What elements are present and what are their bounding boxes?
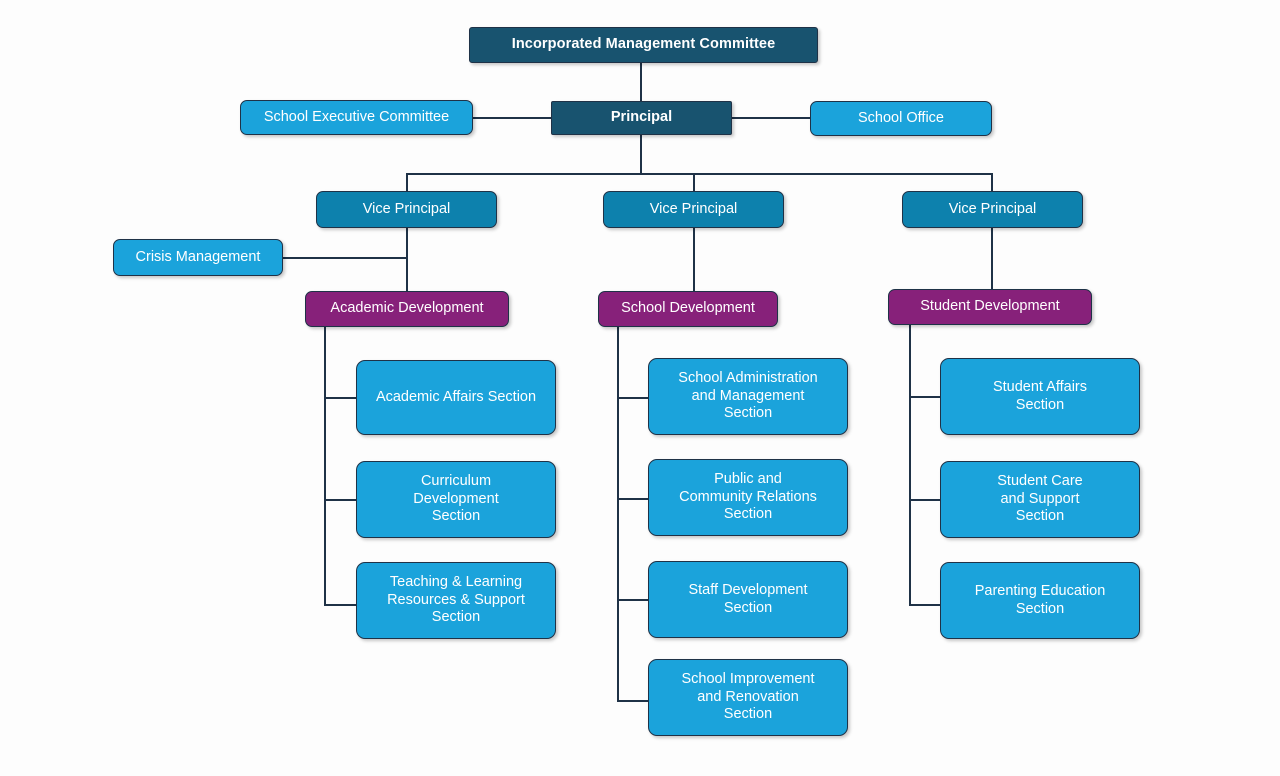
node-school-development[interactable]: School Development (598, 291, 778, 327)
connector-vp2-to-school-development (693, 228, 695, 291)
node-section-school-3[interactable]: Staff Development Section (648, 561, 848, 638)
node-section-academic-1[interactable]: Academic Affairs Section (356, 360, 556, 435)
trunk-student-sections (909, 324, 911, 606)
node-vice-principal-2[interactable]: Vice Principal (603, 191, 784, 228)
connector-principal-to-exec-committee (472, 117, 552, 119)
node-section-student-1[interactable]: Student Affairs Section (940, 358, 1140, 435)
node-section-academic-2[interactable]: Curriculum Development Section (356, 461, 556, 538)
node-section-school-1[interactable]: School Administration and Management Sec… (648, 358, 848, 435)
node-section-academic-3[interactable]: Teaching & Learning Resources & Support … (356, 562, 556, 639)
node-school-office[interactable]: School Office (810, 101, 992, 136)
connector-bus-to-vp1 (406, 173, 408, 192)
connector-bus-to-vp2 (693, 173, 695, 192)
node-section-school-4[interactable]: School Improvement and Renovation Sectio… (648, 659, 848, 736)
node-crisis-management[interactable]: Crisis Management (113, 239, 283, 276)
stub-academic-section-3 (324, 604, 357, 606)
node-principal[interactable]: Principal (551, 101, 732, 135)
stub-academic-section-1 (324, 397, 357, 399)
stub-student-section-2 (909, 499, 942, 501)
node-section-student-2[interactable]: Student Care and Support Section (940, 461, 1140, 538)
stub-school-section-4 (617, 700, 650, 702)
connector-root-to-principal (640, 62, 642, 102)
node-student-development[interactable]: Student Development (888, 289, 1092, 325)
node-section-school-2[interactable]: Public and Community Relations Section (648, 459, 848, 536)
node-vice-principal-1[interactable]: Vice Principal (316, 191, 497, 228)
node-incorporated-management-committee[interactable]: Incorporated Management Committee (469, 27, 818, 63)
stub-student-section-3 (909, 604, 942, 606)
stub-student-section-1 (909, 396, 942, 398)
connector-vp1-to-academic-development (406, 228, 408, 291)
stub-school-section-2 (617, 498, 650, 500)
node-section-student-3[interactable]: Parenting Education Section (940, 562, 1140, 639)
connector-crisis-management (282, 257, 407, 259)
stub-school-section-3 (617, 599, 650, 601)
connector-bus-to-vp3 (991, 173, 993, 192)
stub-academic-section-2 (324, 499, 357, 501)
node-academic-development[interactable]: Academic Development (305, 291, 509, 327)
connector-principal-down (640, 135, 642, 174)
node-school-executive-committee[interactable]: School Executive Committee (240, 100, 473, 135)
stub-school-section-1 (617, 397, 650, 399)
node-vice-principal-3[interactable]: Vice Principal (902, 191, 1083, 228)
connector-vp-bus (406, 173, 993, 175)
connector-principal-to-school-office (731, 117, 811, 119)
trunk-academic-sections (324, 326, 326, 606)
connector-vp3-to-student-development (991, 228, 993, 291)
trunk-school-sections (617, 326, 619, 702)
